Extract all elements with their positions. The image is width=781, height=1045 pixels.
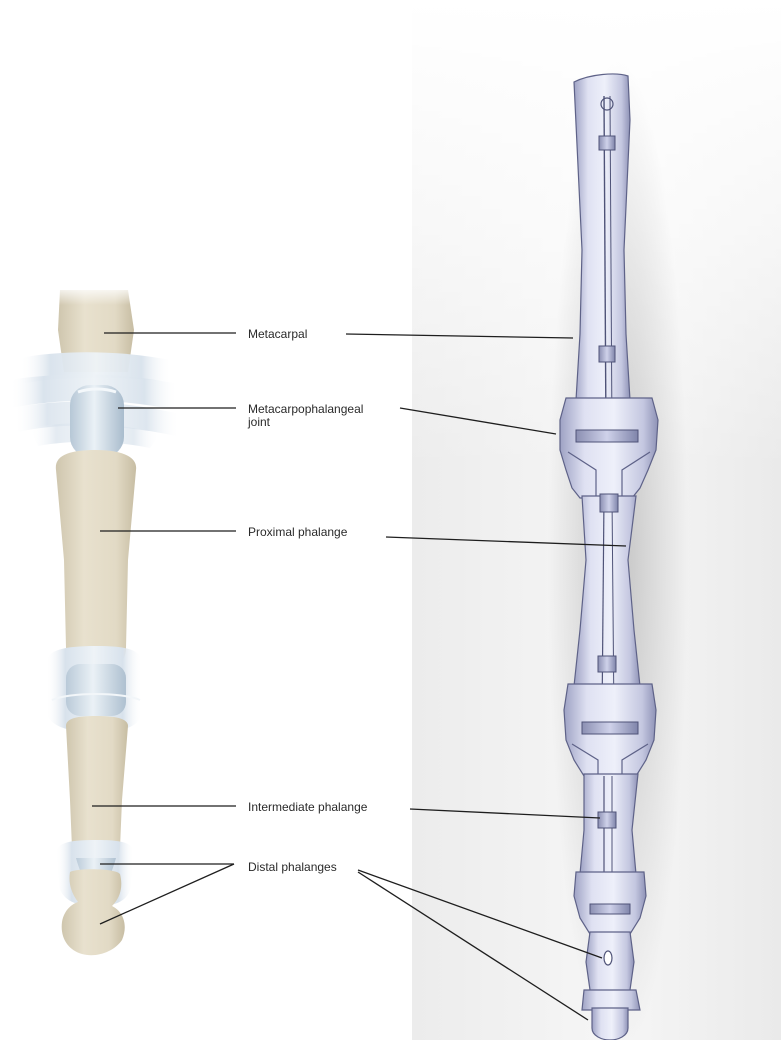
- robotic-finger-illustration: [548, 60, 688, 1040]
- anatomical-finger-illustration: [10, 285, 180, 955]
- intermediate-phalange-label: Intermediate phalange: [248, 801, 367, 814]
- metacarpal-label: Metacarpal: [248, 328, 307, 341]
- proximal-phalange-label: Proximal phalange: [248, 526, 347, 539]
- distal-phalanges-label: Distal phalanges: [248, 861, 337, 874]
- mcp-joint-label-line2: joint: [248, 416, 363, 429]
- metacarpophalangeal-joint-label: Metacarpophalangeal joint: [248, 403, 363, 429]
